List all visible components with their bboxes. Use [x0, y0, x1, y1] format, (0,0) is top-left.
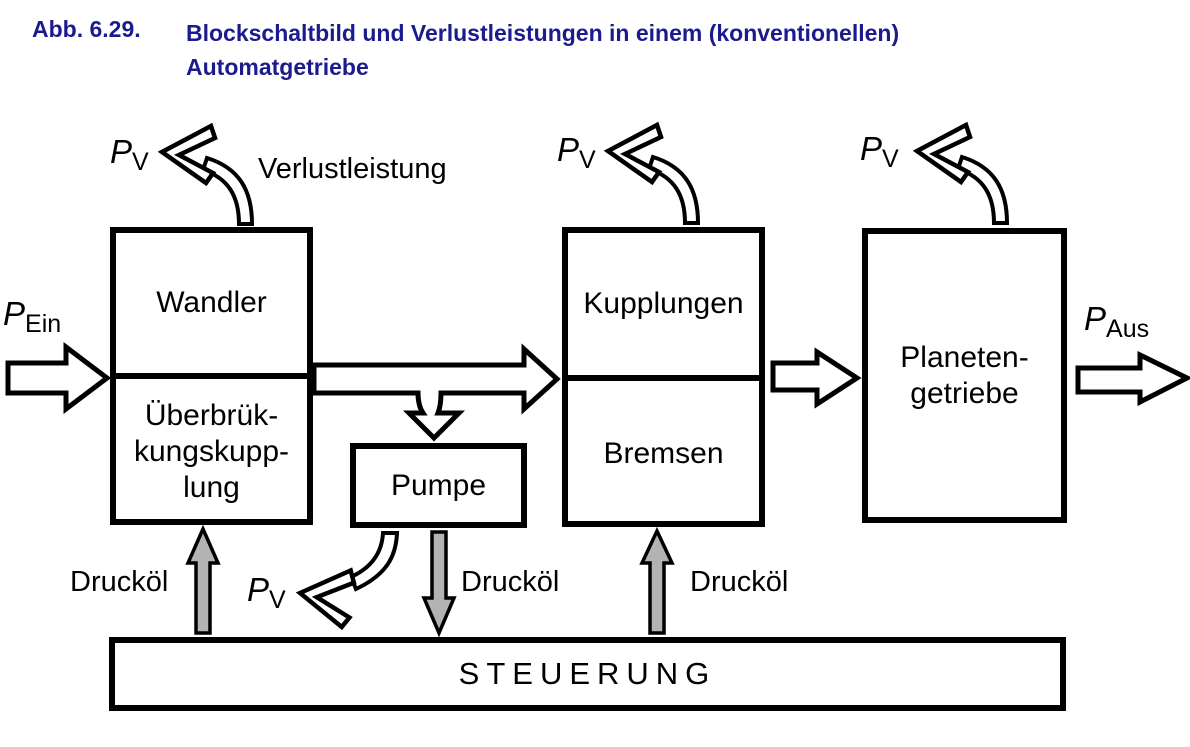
p-v-subscript: V: [882, 145, 899, 173]
steuerung-text: STEUERUNG: [458, 656, 717, 691]
power-flow-arrow-with-pump-branch: [311, 343, 561, 442]
steuerung-label: STEUERUNG: [109, 637, 1066, 711]
loss-arrow-band: [200, 155, 255, 226]
planetengetriebe-line2: getriebe: [910, 376, 1019, 410]
pumpe-label: Pumpe: [350, 443, 527, 528]
power-flow-arrow-to-planetary: [770, 347, 862, 409]
p-v-subscript: V: [579, 146, 596, 174]
ueberbrueckung-line2: kungskupp-: [133, 435, 290, 468]
bremsen-label: Bremsen: [562, 381, 765, 527]
p-ein-label: PEin: [3, 295, 61, 337]
p-v-label-planetengetriebe: PV: [860, 130, 899, 172]
figure-title: Blockschaltbild und Verlustleistungen in…: [186, 16, 899, 84]
p-aus-symbol: P: [1084, 300, 1107, 337]
p-aus-subscript: Aus: [1106, 315, 1150, 343]
druckoel-label-left: Drucköl: [70, 566, 169, 598]
planetengetriebe-label: Planeten- getriebe: [862, 228, 1067, 523]
input-power-arrow: [5, 341, 112, 415]
loss-arrow-wandler: [157, 122, 255, 226]
loss-arrow-planetengetriebe: [912, 121, 1010, 225]
kupplungen-label: Kupplungen: [562, 230, 765, 378]
planetengetriebe-box: [862, 228, 1067, 523]
p-v-symbol: P: [860, 130, 883, 167]
p-v-symbol: P: [557, 131, 580, 168]
bremsen-text: Bremsen: [603, 437, 724, 470]
p-v-label-pumpe: PV: [247, 571, 286, 613]
wandler-text: Wandler: [156, 286, 267, 319]
figure-title-line2: Automatgetriebe: [186, 54, 369, 80]
loss-arrow-band: [955, 154, 1010, 225]
p-v-subscript: V: [269, 586, 286, 614]
loss-arrow-band: [646, 154, 701, 225]
p-aus-label: PAus: [1084, 300, 1149, 342]
loss-arrowhead-icon: [295, 567, 357, 631]
ueberbrueckung-line3: lung: [183, 471, 240, 504]
p-ein-subscript: Ein: [25, 310, 62, 338]
loss-arrowhead-icon: [157, 122, 218, 187]
loss-arrowhead-icon: [912, 121, 973, 186]
p-v-symbol: P: [110, 133, 133, 170]
druckoel-label-middle: Drucköl: [461, 566, 560, 598]
ueberbrueckung-line1: Überbrük-: [144, 399, 279, 432]
pumpe-text: Pumpe: [390, 468, 487, 502]
druckoel-label-right: Drucköl: [690, 566, 789, 598]
pumpe-box: [350, 443, 527, 528]
steuerung-box: [109, 637, 1066, 711]
p-v-symbol: P: [247, 571, 270, 608]
oil-arrow-to-bremsen: [639, 526, 675, 635]
oil-arrow-pump-to-steuerung: [421, 530, 457, 638]
planetengetriebe-line1: Planeten-: [900, 340, 1029, 374]
loss-arrow-kupplungen: [603, 121, 701, 225]
output-power-arrow: [1075, 350, 1190, 407]
p-ein-symbol: P: [3, 295, 26, 332]
oil-arrow-to-ueberbrueckung: [185, 524, 221, 635]
p-v-label-kupplungen: PV: [557, 131, 596, 173]
verlustleistung-label: Verlustleistung: [258, 153, 447, 185]
figure-number: Abb. 6.29.: [32, 16, 141, 42]
figure-title-line1: Blockschaltbild und Verlustleistungen in…: [186, 20, 900, 46]
ueberbrueckungskupplung-label: Überbrük- kungskupp- lung: [110, 379, 313, 525]
wandler-label: Wandler: [110, 230, 313, 376]
loss-arrow-band: [348, 531, 400, 592]
p-v-label-wandler: PV: [110, 133, 149, 175]
kupplungen-text: Kupplungen: [583, 287, 744, 320]
p-v-subscript: V: [132, 148, 149, 176]
loss-arrowhead-icon: [603, 121, 664, 186]
loss-arrow-pumpe: [295, 531, 400, 631]
